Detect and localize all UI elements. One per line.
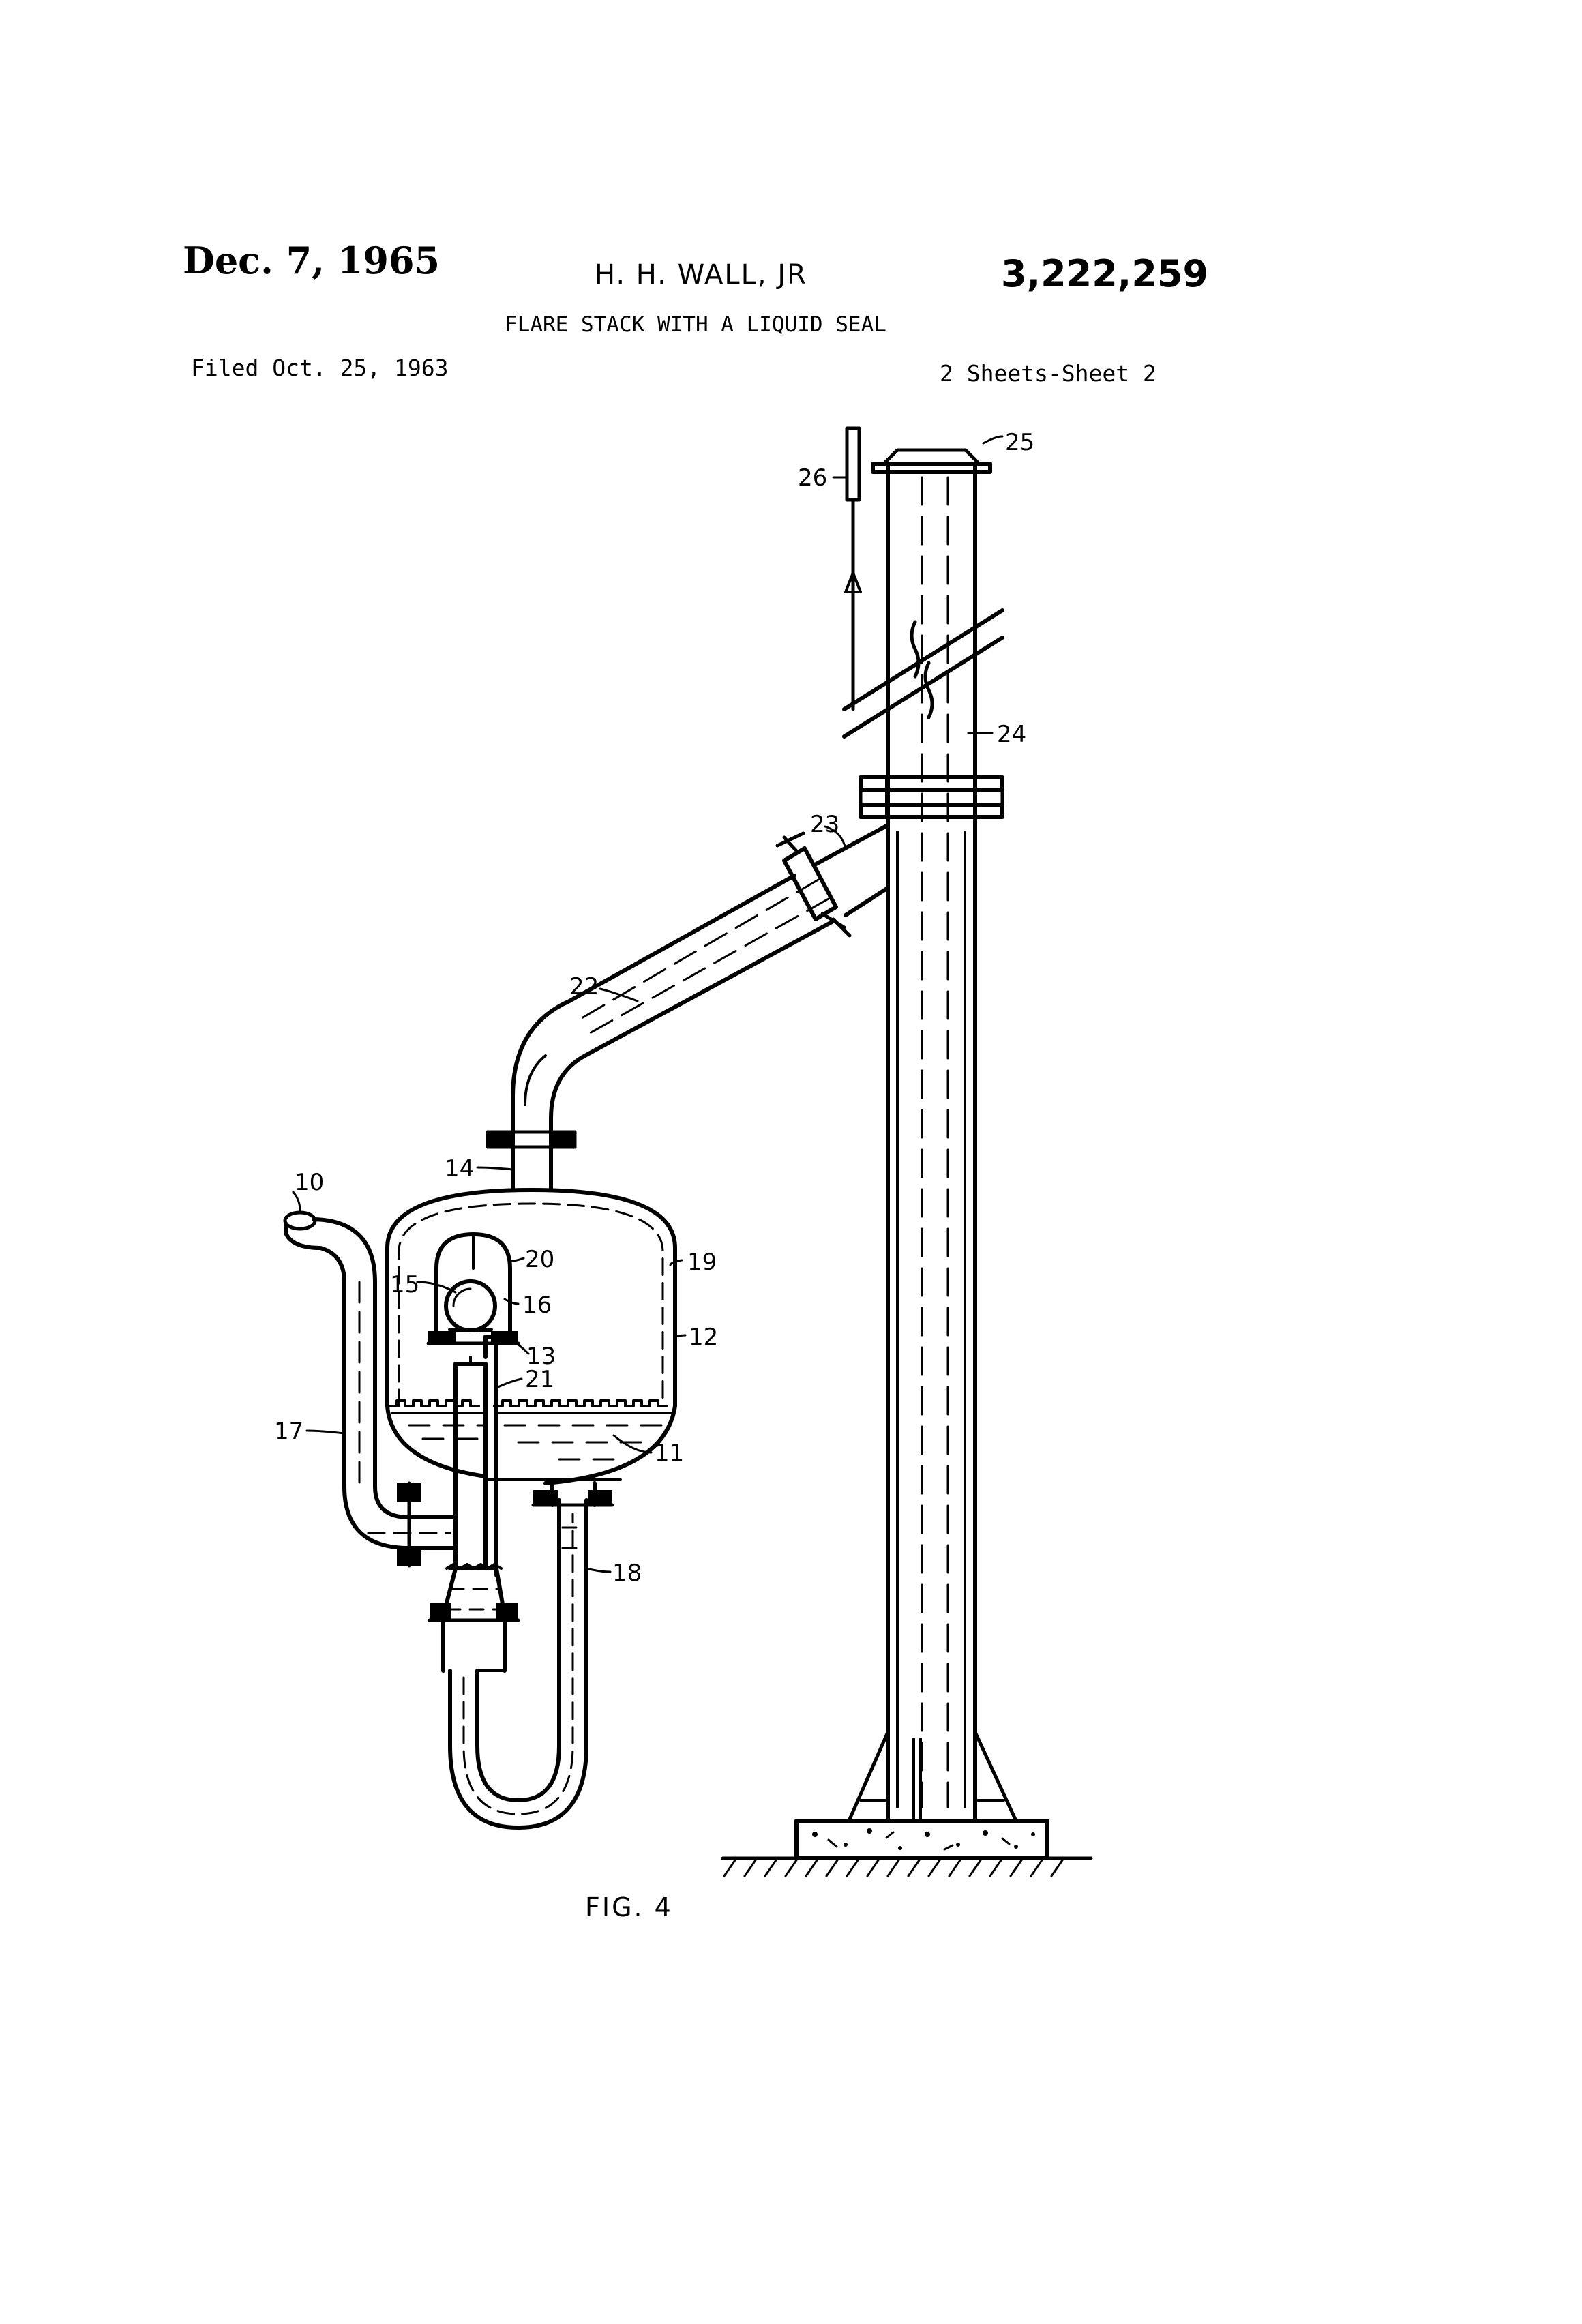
label-14: 14 [445,1155,474,1182]
cap-support-flange [428,1331,518,1343]
outlet-nozzle-flange [488,1132,575,1190]
ball-float [446,1281,495,1330]
label-18: 18 [612,1560,642,1587]
label-21: 21 [525,1366,554,1393]
label-16: 16 [522,1292,552,1319]
label-12: 12 [689,1324,718,1351]
label-17: 17 [274,1418,303,1445]
label-26: 26 [798,464,827,492]
ground-line [723,1858,1091,1876]
flare-stack-riser [844,450,1016,1821]
label-10: 10 [295,1169,324,1196]
pilot-line [846,428,861,709]
label-23: 23 [810,811,839,838]
concrete-base [796,1821,1047,1858]
reference-numerals: 25 26 24 23 22 14 10 19 20 15 16 12 13 2… [274,429,1034,1922]
label-19: 19 [687,1249,717,1276]
inlet-riser-pipe [456,1337,496,1575]
label-15: 15 [390,1271,419,1298]
inlet-gas-pipe [285,1212,456,1566]
liquid-seal-level [389,1401,672,1459]
label-25: 25 [1005,429,1034,456]
label-20: 20 [525,1246,554,1273]
label-22: 22 [569,973,599,1000]
label-24: 24 [997,721,1026,748]
figure-caption: FIG. 4 [585,1892,673,1922]
label-11: 11 [655,1440,684,1467]
